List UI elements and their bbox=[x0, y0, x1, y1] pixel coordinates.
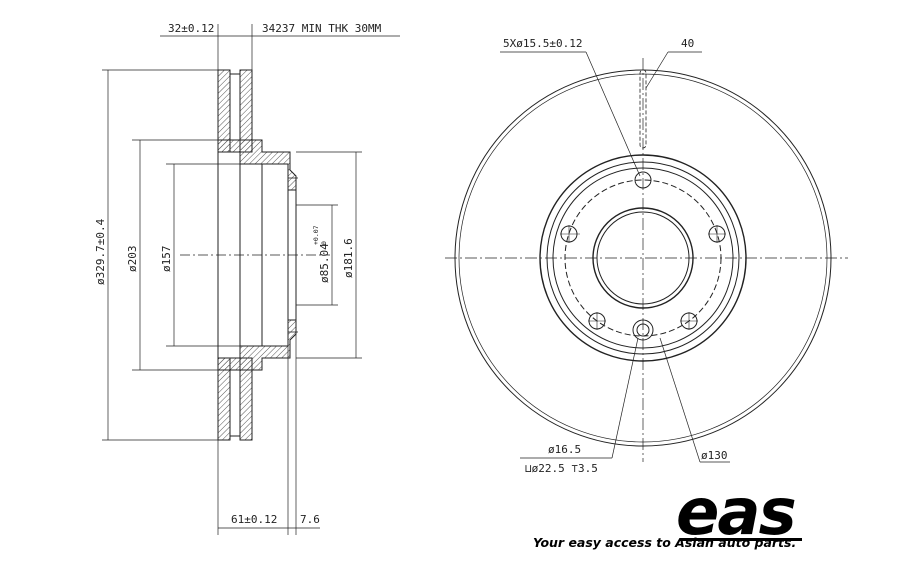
front-leader-lines bbox=[500, 51, 730, 463]
front-view bbox=[445, 58, 848, 462]
height-dimension-label: 61±0.12 bbox=[231, 513, 277, 526]
brand-tagline: Your easy access to Asian auto parts. bbox=[533, 535, 796, 550]
eas-logo: eas bbox=[676, 476, 795, 550]
hat-section-upper bbox=[217, 139, 297, 191]
d157-label: ø157 bbox=[160, 246, 173, 273]
vent-width-label: 40 bbox=[681, 37, 694, 50]
hat-section-lower bbox=[217, 319, 297, 371]
d203-label: ø203 bbox=[126, 246, 139, 273]
bolt-holes-label: 5Xø15.5±0.12 bbox=[503, 37, 582, 50]
part-number-label: 34237 MIN THK 30MM bbox=[262, 22, 382, 35]
brand-logo: eas bbox=[676, 476, 802, 550]
bore-tolerance-lower: 0 bbox=[320, 241, 328, 245]
thickness-dimension-label: 32±0.12 bbox=[168, 22, 214, 35]
pcd-label: ø130 bbox=[701, 449, 728, 462]
bore-tolerance-upper: +0.07 bbox=[312, 225, 320, 245]
d181-label: ø181.6 bbox=[342, 238, 355, 278]
counterbore-label: ⊔ø22.5 ⊤3.5 bbox=[525, 462, 598, 475]
offset-dimension-label: 7.6 bbox=[300, 513, 320, 526]
hole-diameter-label: ø16.5 bbox=[548, 443, 581, 456]
side-dimension-lines bbox=[102, 24, 400, 535]
side-section-view bbox=[180, 69, 330, 441]
logo-underline bbox=[680, 538, 802, 541]
outer-diameter-label: ø329.7±0.4 bbox=[94, 218, 107, 285]
bore-diameter-label: ø85.04 bbox=[318, 243, 331, 283]
